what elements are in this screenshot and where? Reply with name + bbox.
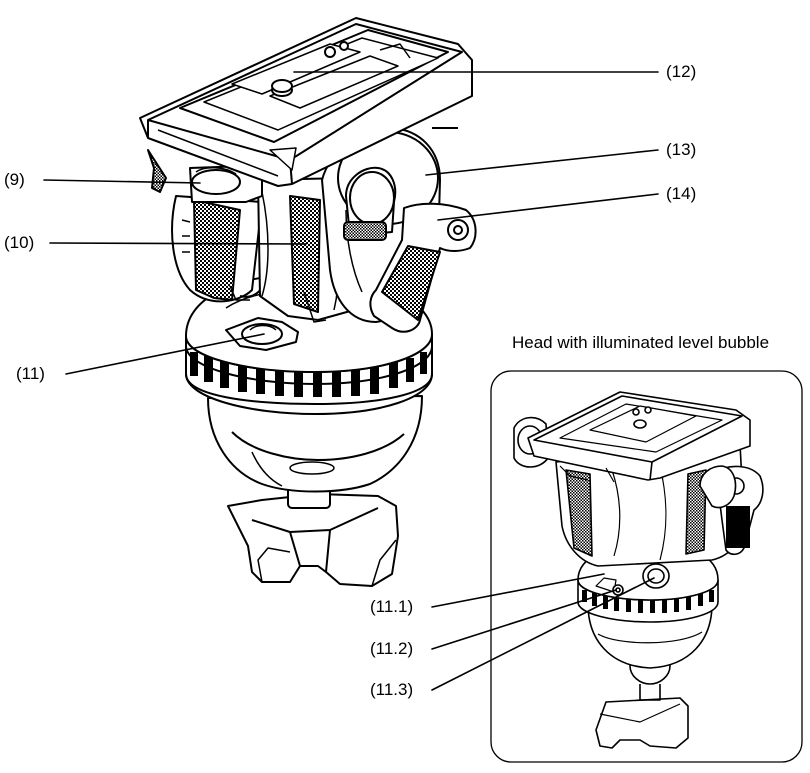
qr-platform [139,17,473,187]
leader-11-1 [431,573,605,608]
clamp-ring [343,166,397,241]
inset-title: Head with illuminated level bubble [512,333,770,352]
callout-14: (14) [666,184,697,203]
callout-11-1: (11.1) [370,597,414,616]
callout-11-3: (11.3) [370,680,414,699]
leader-10 [49,242,307,245]
callout-13: (13) [666,140,697,159]
callout-12: (12) [666,62,697,81]
leader-14 [437,193,659,221]
leader-11-2 [431,589,617,650]
callout-11-2: (11.2) [370,639,414,658]
base-knob [227,485,399,587]
leader-11 [65,333,265,375]
callout-11: (11) [16,364,45,383]
pan-handle [369,202,477,333]
bowl [207,395,423,493]
inset-head [513,391,764,749]
ring-ridges [190,352,427,397]
leader-13 [425,149,659,176]
leader-9 [43,179,201,184]
inset-frame [490,370,803,763]
main-head [139,17,477,587]
left-tilt-body [171,195,263,303]
leader-lines [43,71,659,691]
callout-9: (9) [4,170,25,189]
callout-10: (10) [4,233,35,252]
leader-11-3 [431,577,655,691]
